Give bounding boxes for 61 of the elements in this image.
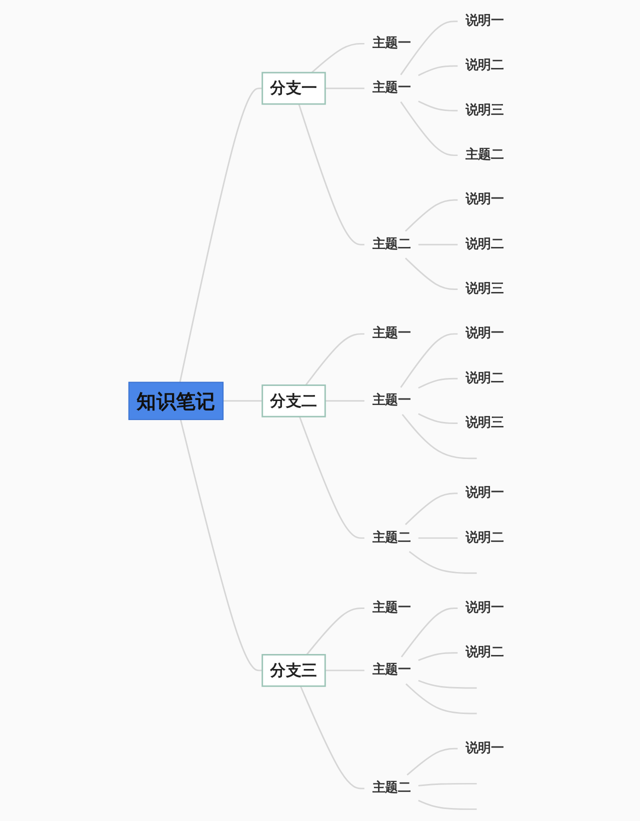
connector bbox=[418, 652, 458, 661]
connector bbox=[402, 414, 477, 460]
node-text: 主题二 bbox=[465, 148, 504, 162]
node-text: 主题一 bbox=[372, 36, 410, 51]
node-box bbox=[261, 384, 326, 418]
node-text: 主题二 bbox=[372, 530, 410, 546]
node-text: 主题一 bbox=[372, 662, 410, 678]
connector bbox=[310, 42, 364, 74]
connector bbox=[405, 683, 477, 714]
node-box bbox=[261, 654, 326, 687]
connector bbox=[418, 413, 458, 424]
node-text: 说明二 bbox=[465, 530, 504, 546]
connector bbox=[418, 100, 458, 112]
connector bbox=[418, 680, 477, 689]
connector bbox=[406, 748, 458, 776]
connector bbox=[418, 65, 458, 76]
node-text: 说明三 bbox=[465, 282, 504, 296]
node-text: 说明一 bbox=[465, 486, 504, 501]
node-text: 说明一 bbox=[465, 192, 504, 208]
connector bbox=[418, 537, 458, 539]
node-box bbox=[128, 382, 224, 420]
connector bbox=[400, 333, 458, 388]
connector bbox=[324, 88, 364, 90]
node-text: 说明一 bbox=[465, 600, 504, 616]
node-text: 主题一 bbox=[372, 326, 410, 342]
connector bbox=[298, 104, 364, 246]
node-box bbox=[261, 72, 326, 105]
connector bbox=[404, 199, 458, 232]
node-text: 主题一 bbox=[372, 393, 410, 408]
connector bbox=[306, 608, 364, 656]
node-text: 说明三 bbox=[465, 416, 504, 430]
connector bbox=[400, 101, 458, 156]
connector bbox=[180, 419, 262, 672]
node-text: 说明一 bbox=[465, 741, 504, 756]
connector bbox=[304, 333, 364, 386]
node-text: 主题二 bbox=[372, 780, 410, 796]
connector bbox=[324, 670, 364, 672]
node-text: 说明二 bbox=[465, 370, 504, 386]
node-text: 说明一 bbox=[465, 326, 504, 342]
connector bbox=[179, 88, 262, 382]
connector bbox=[418, 244, 458, 246]
node-text: 主题二 bbox=[372, 237, 410, 252]
connector bbox=[418, 782, 477, 786]
connector bbox=[324, 400, 364, 402]
connector bbox=[404, 258, 458, 290]
node-text: 说明二 bbox=[465, 237, 504, 252]
connector bbox=[400, 608, 458, 658]
connector bbox=[404, 492, 458, 526]
connector bbox=[222, 400, 262, 402]
connector bbox=[418, 800, 477, 810]
connector bbox=[418, 378, 458, 389]
node-text: 主题一 bbox=[372, 80, 410, 96]
node-text: 说明二 bbox=[465, 58, 504, 74]
connector bbox=[298, 416, 364, 539]
connector bbox=[400, 20, 458, 76]
node-text: 主题一 bbox=[372, 600, 410, 616]
node-text: 说明三 bbox=[465, 103, 504, 118]
connector bbox=[408, 551, 477, 574]
node-text: 说明二 bbox=[465, 645, 504, 660]
node-text: 说明一 bbox=[465, 14, 504, 28]
connector bbox=[300, 686, 364, 790]
